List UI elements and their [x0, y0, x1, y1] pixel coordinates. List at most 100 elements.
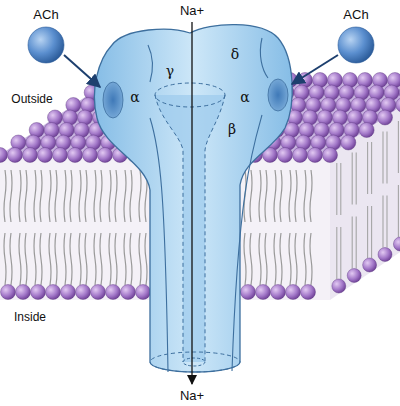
ion-flow-arrow: [191, 22, 192, 384]
lipid-tail: [280, 170, 282, 222]
lipid-tail: [100, 170, 102, 222]
lipid-tail: [94, 233, 96, 285]
lipid-tail: [64, 233, 66, 285]
lipid-head: [68, 148, 83, 163]
subunit-label: γ: [166, 64, 174, 79]
binding-site: [103, 82, 123, 118]
lipid-tail: [115, 170, 117, 222]
acetylcholine-receptor: [94, 25, 292, 372]
lipid-head: [83, 148, 98, 163]
lipid-tail: [94, 170, 96, 222]
lipid-head: [1, 285, 16, 300]
lipid-tail: [398, 185, 399, 237]
ach-molecule: [28, 27, 64, 63]
lipid-head: [301, 285, 316, 300]
lipid-tail: [64, 170, 66, 222]
lipid-tail: [259, 170, 261, 222]
lipid-head: [53, 148, 68, 163]
ach-molecule: [338, 27, 374, 63]
ion-pore: [155, 95, 225, 362]
lipid-head: [98, 148, 113, 163]
lipid-tail: [55, 170, 57, 222]
lipid-tail: [70, 170, 72, 222]
lipid-tail: [244, 233, 246, 285]
lipid-tail: [382, 196, 383, 248]
molecule-label: ACh: [33, 8, 58, 22]
lipid-tail: [34, 233, 36, 285]
lipid-tail: [124, 170, 126, 222]
lipid-tail: [274, 170, 276, 222]
receptor-body: [94, 25, 292, 372]
lipid-tail: [145, 233, 147, 285]
lipid-tail: [85, 233, 87, 285]
lipid-tail: [10, 170, 12, 222]
lipid-tail: [304, 170, 306, 222]
lipid-tail: [130, 233, 132, 285]
lipid-tail: [340, 163, 341, 215]
lipid-head: [341, 135, 356, 150]
lipid-tail: [295, 170, 297, 222]
lipid-head: [23, 148, 38, 163]
binding-arrow: [292, 55, 338, 84]
lipid-tail: [19, 170, 21, 222]
lipid-tail: [130, 170, 132, 222]
region-label: Outside: [11, 93, 52, 106]
lipid-head: [363, 258, 377, 272]
lipid-tail: [398, 121, 399, 173]
membrane-side-face: [330, 80, 400, 300]
region-label: Inside: [14, 311, 46, 324]
lipid-tail: [340, 227, 341, 279]
lipid-tail: [49, 170, 51, 222]
lipid-tail: [386, 196, 387, 248]
lipid-tail: [109, 233, 111, 285]
lipid-tail: [336, 227, 337, 279]
lipid-tail: [304, 233, 306, 285]
lipid-tail: [49, 233, 51, 285]
molecule-label: ACh: [343, 8, 368, 22]
lipid-tail: [4, 233, 6, 285]
lipid-tail: [109, 170, 111, 222]
lipid-head: [332, 279, 346, 293]
ion-label: Na+: [180, 389, 204, 403]
lipid-tail: [25, 233, 27, 285]
lipid-tail: [310, 233, 312, 285]
lipid-tail: [274, 233, 276, 285]
lipid-tail: [139, 170, 141, 222]
lipid-head: [256, 285, 271, 300]
binding-site: [268, 79, 288, 111]
lipid-tail: [352, 153, 353, 205]
lipid-tail: [259, 233, 261, 285]
lipid-head: [393, 237, 400, 251]
lipid-tail: [265, 170, 267, 222]
lipid-head: [286, 285, 301, 300]
lipid-head: [106, 285, 121, 300]
subunit-label: α: [240, 90, 249, 105]
lipid-head: [396, 98, 400, 113]
lipid-tail: [250, 170, 252, 222]
pore-mouth: [155, 83, 225, 107]
subunit-boundary: [150, 118, 168, 372]
lipid-head: [16, 285, 31, 300]
lipid-tail: [40, 170, 42, 222]
lipid-tail: [367, 206, 368, 258]
lipid-tail: [371, 206, 372, 258]
lipid-head: [38, 148, 53, 163]
lipid-head: [347, 269, 361, 283]
lipid-head: [31, 285, 46, 300]
subunit-label: δ: [231, 47, 239, 62]
lipid-tail: [79, 170, 81, 222]
lipid-tail: [70, 233, 72, 285]
lipid-head: [241, 285, 256, 300]
lipid-head: [378, 110, 393, 125]
subunit-label: β: [228, 122, 236, 137]
lipid-head: [46, 285, 61, 300]
lipid-tail: [367, 142, 368, 194]
lipid-head: [323, 148, 338, 163]
acetylcholine-molecules: [28, 27, 374, 87]
lipid-head: [8, 148, 23, 163]
lipid-head: [136, 285, 151, 300]
lipid-head: [0, 148, 8, 163]
lipid-head: [278, 148, 293, 163]
lipid-tail: [289, 233, 291, 285]
